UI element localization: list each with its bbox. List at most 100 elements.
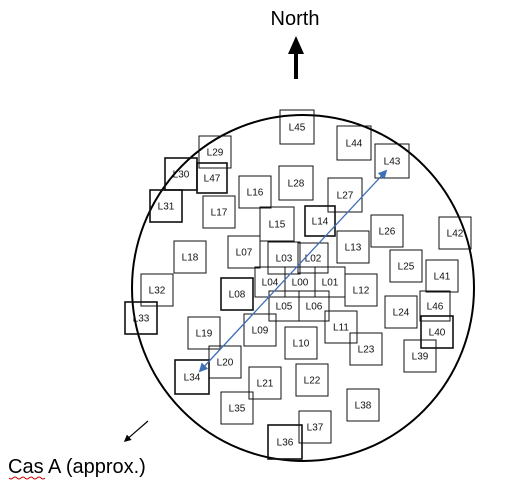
tile-l42: L42 (438, 216, 472, 250)
tile-l17: L17 (202, 195, 236, 229)
tile-label: L28 (288, 179, 305, 190)
tile-l12: L12 (344, 273, 378, 307)
tile-label: L36 (277, 438, 294, 449)
tile-label: L30 (173, 170, 190, 181)
tile-box (389, 249, 423, 283)
tile-l23: L23 (349, 332, 383, 366)
tile-label: L08 (229, 290, 246, 301)
station-boundary-circle (131, 114, 475, 462)
tile-box (279, 109, 315, 145)
tile-box (374, 143, 410, 179)
tile-label: L44 (346, 139, 363, 150)
tile-label: L45 (289, 123, 306, 134)
tile-box (267, 424, 303, 460)
tile-l27: L27 (327, 177, 363, 213)
tile-label: L38 (355, 401, 372, 412)
tile-box (420, 315, 454, 349)
tile-label: L01 (322, 278, 339, 289)
tile-l44: L44 (336, 125, 372, 161)
tile-l45: L45 (279, 109, 315, 145)
tile-label: L39 (412, 352, 429, 363)
tile-label: L12 (353, 286, 370, 297)
tile-l41: L41 (425, 259, 459, 293)
tile-label: L22 (304, 376, 321, 387)
tile-box (198, 135, 232, 169)
tile-box (419, 290, 451, 322)
tile-l16: L16 (238, 175, 272, 209)
tile-label: L40 (429, 328, 446, 339)
tile-label: L31 (158, 202, 175, 213)
tile-l35: L35 (220, 391, 254, 425)
tile-box (298, 410, 332, 444)
tile-l37: L37 (298, 410, 332, 444)
tile-label: L43 (384, 157, 401, 168)
cas-a-label: Cas A (approx.) (8, 456, 146, 478)
tile-box (438, 216, 472, 250)
tile-l26: L26 (370, 214, 404, 248)
tile-l28: L28 (278, 165, 314, 201)
tile-box (346, 388, 380, 422)
tile-l33: L33 (124, 301, 158, 335)
tile-label: L32 (149, 286, 166, 297)
tile-label: L17 (211, 208, 228, 219)
tile-l30: L30 (164, 157, 198, 191)
tile-label: L42 (447, 229, 464, 240)
tile-l22: L22 (295, 363, 329, 397)
up-arrow-icon (288, 36, 304, 79)
tile-label: L33 (133, 314, 150, 325)
tile-label: L23 (358, 345, 375, 356)
tile-l43: L43 (374, 143, 410, 179)
tile-label: L18 (182, 253, 199, 264)
tile-label: L47 (204, 174, 221, 185)
tile-box (149, 189, 183, 223)
tile-l21: L21 (248, 366, 282, 400)
tile-l34: L34 (174, 359, 210, 395)
tile-l02: L02 (297, 242, 329, 274)
tile-box (174, 359, 210, 395)
tile-l19: L19 (187, 316, 221, 350)
tile-box (425, 259, 459, 293)
tile-l38: L38 (346, 388, 380, 422)
tile-label: L35 (229, 404, 246, 415)
north-label: North (271, 8, 320, 30)
tile-label: L20 (217, 358, 234, 369)
tile-box (336, 125, 372, 161)
tile-l29: L29 (198, 135, 232, 169)
tile-label: L24 (393, 308, 410, 319)
tile-label: L29 (207, 148, 224, 159)
tile-box (124, 301, 158, 335)
tile-label: L26 (379, 227, 396, 238)
tile-l31: L31 (149, 189, 183, 223)
tile-l46: L46 (419, 290, 451, 322)
tile-l36: L36 (267, 424, 303, 460)
tile-label: L21 (257, 379, 274, 390)
tile-label: L00 (292, 278, 309, 289)
tile-l01: L01 (314, 266, 346, 298)
tile-box (403, 339, 437, 373)
baseline-arrow (198, 169, 388, 373)
tile-l15: L15 (259, 206, 295, 242)
spellcheck-underline (8, 476, 46, 480)
tile-l39: L39 (403, 339, 437, 373)
tile-label: L07 (236, 248, 253, 259)
tile-l25: L25 (389, 249, 423, 283)
tile-l18: L18 (173, 240, 207, 274)
tile-l20: L20 (208, 345, 242, 379)
tile-label: L27 (337, 191, 354, 202)
tile-label: L11 (333, 323, 349, 334)
tile-label: L37 (307, 423, 324, 434)
tile-label: L13 (345, 243, 362, 254)
tile-box (220, 391, 254, 425)
tile-l08: L08 (220, 277, 254, 311)
tile-label: L04 (262, 278, 279, 289)
tile-label: L25 (398, 262, 415, 273)
tile-label: L09 (252, 326, 269, 337)
tile-l13: L13 (336, 230, 370, 264)
down-left-arrow-icon (123, 420, 149, 442)
tile-label: L10 (293, 339, 310, 350)
tile-l24: L24 (384, 295, 418, 329)
tile-label: L03 (276, 254, 293, 265)
tile-l40: L40 (420, 315, 454, 349)
tile-label: L16 (247, 188, 264, 199)
